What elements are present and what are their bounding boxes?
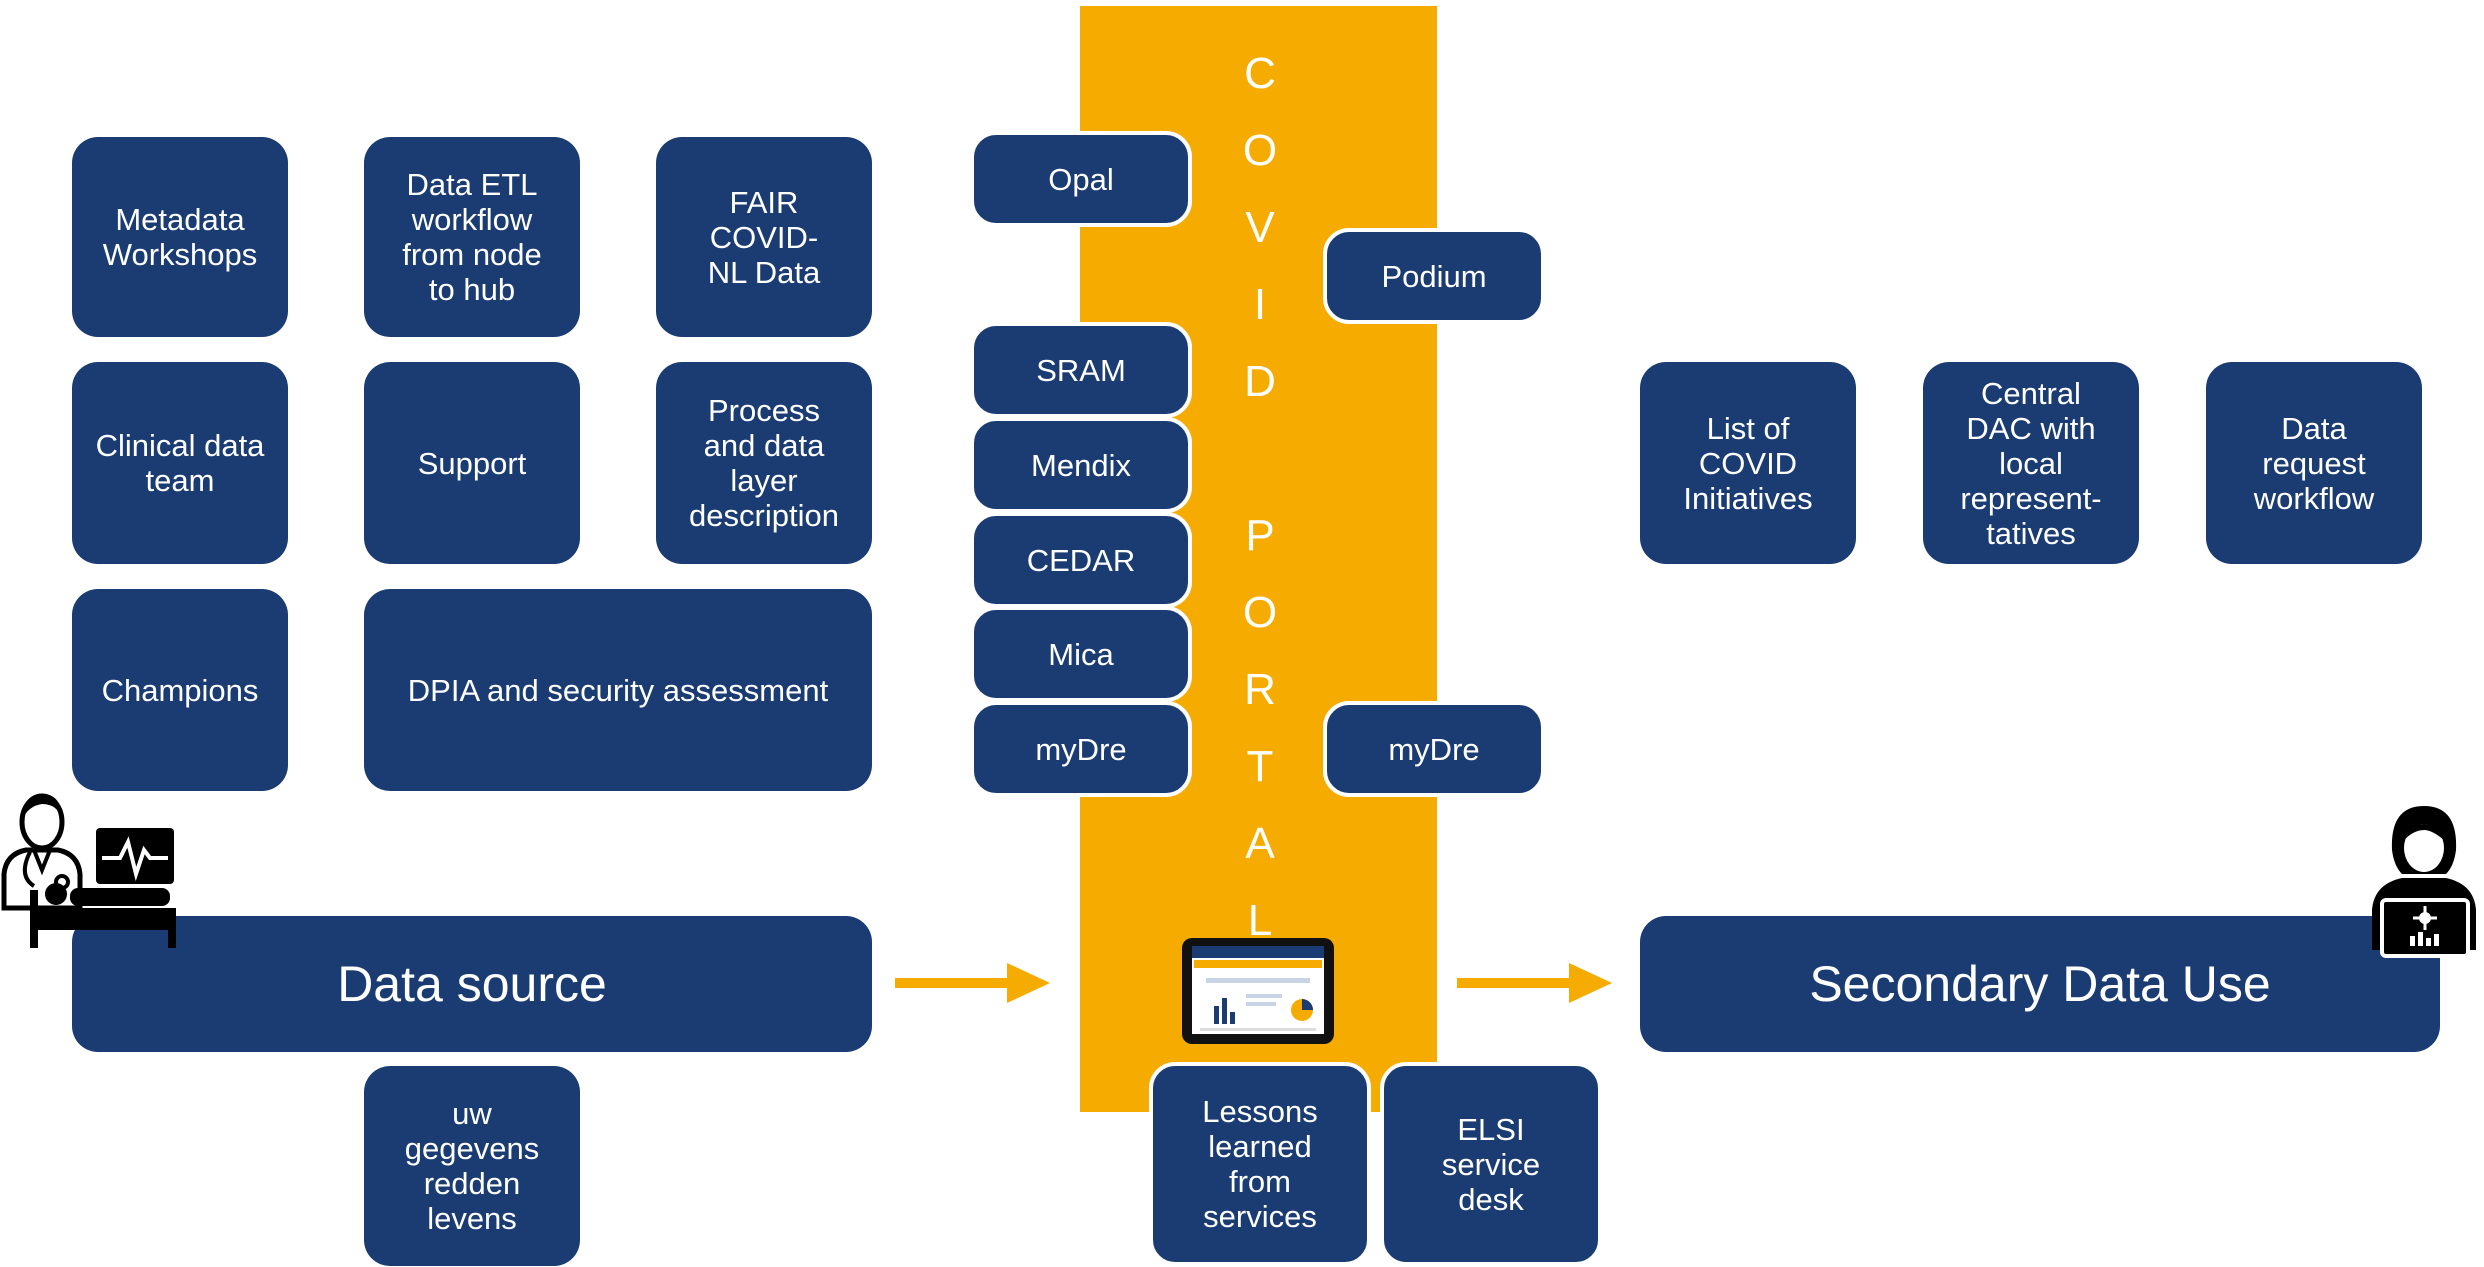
process-data-layer-box: Process and data layer description <box>656 362 872 564</box>
service-podium: Podium <box>1323 228 1545 324</box>
service-sram: SRAM <box>970 322 1192 418</box>
data-etl-box: Data ETL workflow from node to hub <box>364 137 580 337</box>
portal-letter: R <box>1244 665 1276 714</box>
portal-letter: V <box>1245 203 1275 252</box>
data-request-workflow-box: Data request workflow <box>2206 362 2422 564</box>
portal-letter: C <box>1244 49 1276 98</box>
arrow-to-secondary-use-icon <box>1457 963 1612 1003</box>
doctor-patient-monitor-icon <box>1 793 176 948</box>
portal-letter: O <box>1242 588 1278 637</box>
central-dac-box: Central DAC with local represent- tative… <box>1923 362 2139 564</box>
portal-letter: I <box>1253 280 1267 329</box>
elsi-service-desk-box: ELSI service desk <box>1380 1062 1602 1266</box>
service-cedar: CEDAR <box>970 512 1192 608</box>
portal-letter: A <box>1245 819 1275 868</box>
fair-covid-box: FAIR COVID- NL Data <box>656 137 872 337</box>
portal-letter: P <box>1245 511 1275 560</box>
list-covid-initiatives-box: List of COVID Initiatives <box>1640 362 1856 564</box>
portal-letter: T <box>1246 742 1274 791</box>
data-source-box: Data source <box>72 916 872 1052</box>
covid-portal-title: C O V I D P O R T A L <box>1220 35 1300 959</box>
service-mendix: Mendix <box>970 417 1192 513</box>
portal-letter: L <box>1247 896 1273 945</box>
uw-gegevens-box: uw gegevens redden levens <box>364 1066 580 1266</box>
metadata-workshops-box: Metadata Workshops <box>72 137 288 337</box>
service-opal: Opal <box>970 131 1192 227</box>
arrow-to-portal-icon <box>895 963 1050 1003</box>
lessons-learned-box: Lessons learned from services <box>1149 1062 1371 1266</box>
service-mica: Mica <box>970 606 1192 702</box>
researcher-laptop-icon <box>2372 806 2476 958</box>
portal-letter: D <box>1244 357 1276 406</box>
service-mydre-left: myDre <box>970 701 1192 797</box>
service-mydre-right: myDre <box>1323 701 1545 797</box>
support-box: Support <box>364 362 580 564</box>
dpia-box: DPIA and security assessment <box>364 589 872 791</box>
clinical-data-team-box: Clinical data team <box>72 362 288 564</box>
portal-letter: O <box>1242 126 1278 175</box>
champions-box: Champions <box>72 589 288 791</box>
tablet-dashboard-icon <box>1182 938 1334 1044</box>
secondary-data-use-box: Secondary Data Use <box>1640 916 2440 1052</box>
